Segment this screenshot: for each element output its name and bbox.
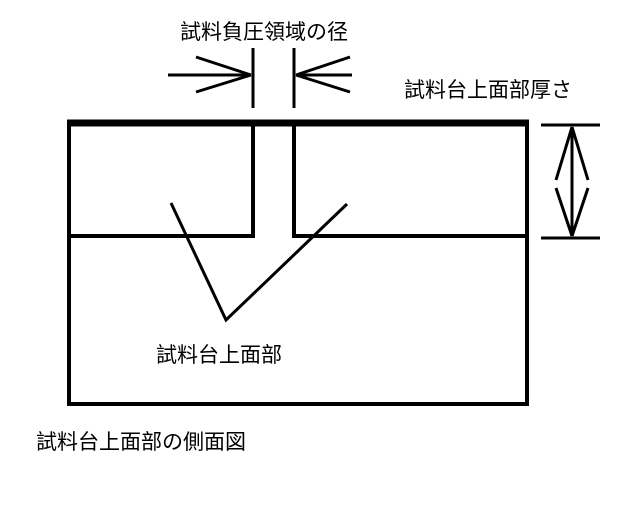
- top-part-right-section: [292, 124, 527, 238]
- top-part-thickness-label: 試料台上面部厚さ: [404, 78, 572, 102]
- diameter-arrow-left: [168, 55, 252, 94]
- diameter-arrow-right: [295, 55, 352, 94]
- thickness-double-arrow: [554, 126, 590, 237]
- top-part-label: 試料台上面部: [156, 343, 282, 367]
- top-part-leader-lines: [169, 202, 349, 323]
- top-part-left-section: [69, 124, 255, 238]
- pressure-region-diameter-label: 試料負圧領域の径: [180, 20, 348, 44]
- diagram-caption: 試料台上面部の側面図: [36, 430, 246, 454]
- sample-stage-body: [67, 120, 529, 406]
